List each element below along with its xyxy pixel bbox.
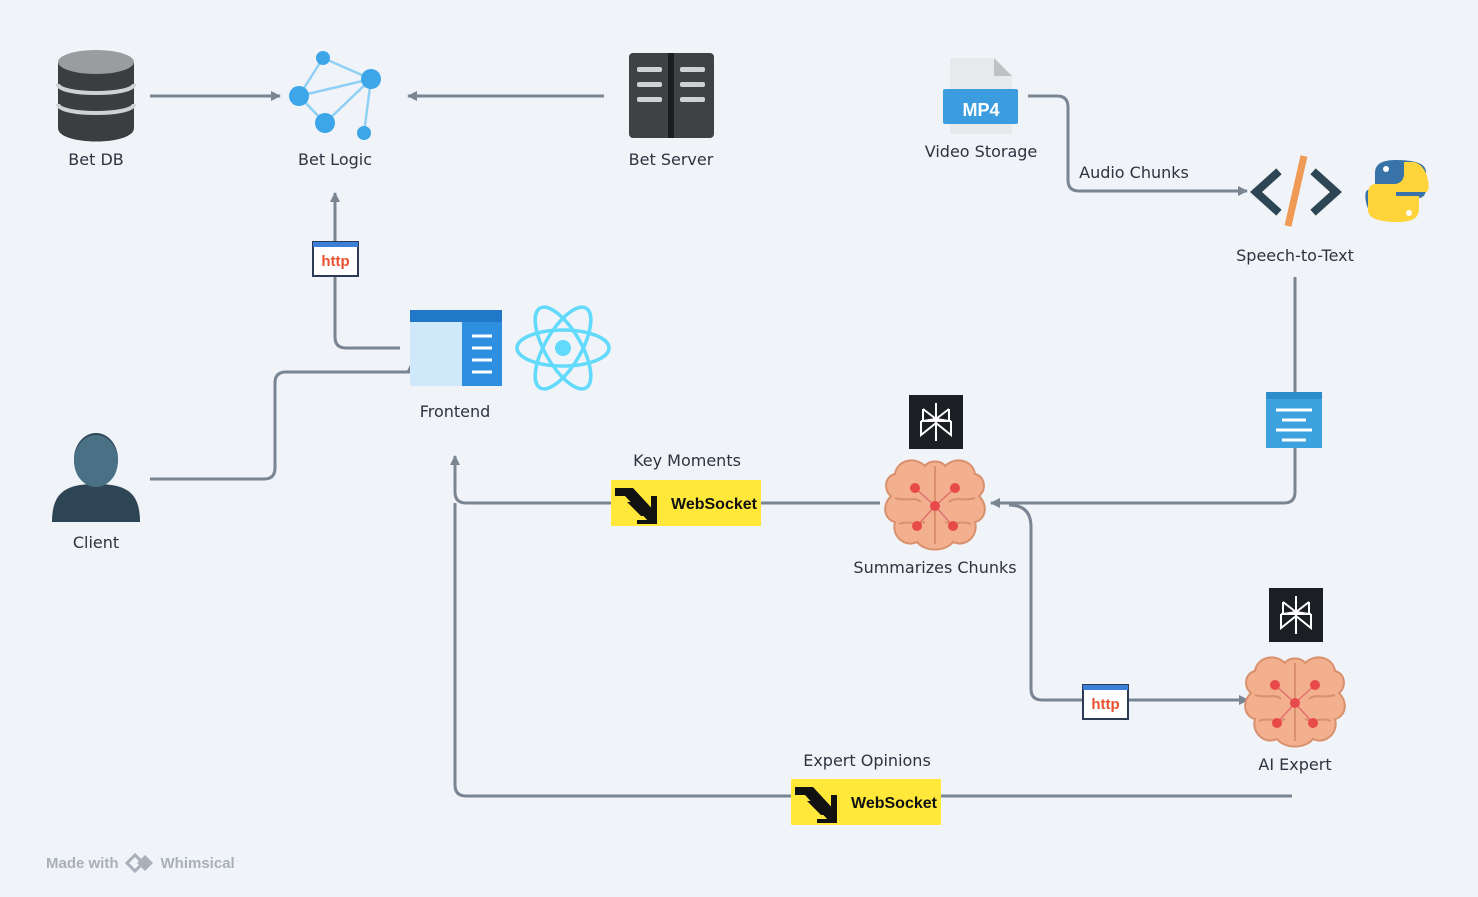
http-badge-text: http <box>321 253 349 270</box>
edge-label-expert-opinions: Expert Opinions <box>803 751 931 770</box>
websocket-badge-text: WebSocket <box>851 795 938 812</box>
node-label-frontend: Frontend <box>419 402 491 421</box>
http-badge-aiexpert: http <box>1082 684 1129 720</box>
node-label-bet-server: Bet Server <box>628 150 714 169</box>
text-document-icon <box>1266 392 1322 448</box>
watermark-made-with: Made with <box>46 854 119 872</box>
edge-stt-to-summarizer <box>990 277 1297 508</box>
perplexity-logo-icon <box>908 394 964 450</box>
python-logo-icon <box>1365 160 1429 222</box>
node-label-ai-expert: AI Expert <box>1258 755 1332 774</box>
edge-summarizer-to-aiexpert <box>1008 503 1249 705</box>
http-badge-betlogic: http <box>312 241 359 277</box>
edge-label-key-moments: Key Moments <box>633 451 741 470</box>
brain-icon <box>884 459 986 551</box>
mp4-file-icon: MP4 <box>943 58 1018 134</box>
edge-frontend-to-betlogic <box>330 192 400 350</box>
edge-aiexpert-to-frontend <box>453 503 1292 798</box>
watermark-brand: Whimsical <box>160 854 235 872</box>
brain-icon <box>1244 656 1346 748</box>
http-badge-text: http <box>1091 696 1119 713</box>
edge-video-to-stt <box>1028 94 1248 196</box>
database-icon <box>56 50 136 142</box>
user-icon <box>52 433 140 522</box>
react-logo-icon <box>515 305 611 391</box>
node-label-video-storage: Video Storage <box>924 142 1038 161</box>
node-label-summarizes-chunks: Summarizes Chunks <box>853 558 1017 577</box>
mp4-badge-text: MP4 <box>962 100 999 120</box>
code-icon <box>1250 155 1342 227</box>
websocket-badge-text: WebSocket <box>671 496 758 513</box>
websocket-badge-key-moments: WebSocket <box>611 480 761 526</box>
network-graph-icon <box>289 51 381 140</box>
connectors <box>150 91 1297 798</box>
server-rack-icon <box>629 53 714 138</box>
websocket-badge-expert-opinions: WebSocket <box>791 779 941 825</box>
node-label-speech-to-text: Speech-to-Text <box>1236 246 1354 265</box>
edge-label-audio-chunks: Audio Chunks <box>1079 163 1189 182</box>
node-label-client: Client <box>72 533 120 552</box>
edge-client-to-frontend <box>150 361 417 481</box>
whimsical-logo-icon <box>124 852 153 874</box>
edge-summarizer-to-frontend <box>450 455 880 505</box>
whimsical-watermark[interactable]: Made with Whimsical <box>46 852 235 874</box>
node-label-bet-logic: Bet Logic <box>298 150 372 169</box>
perplexity-logo-icon <box>1268 587 1324 643</box>
node-label-bet-db: Bet DB <box>68 150 124 169</box>
app-window-icon <box>410 310 502 386</box>
